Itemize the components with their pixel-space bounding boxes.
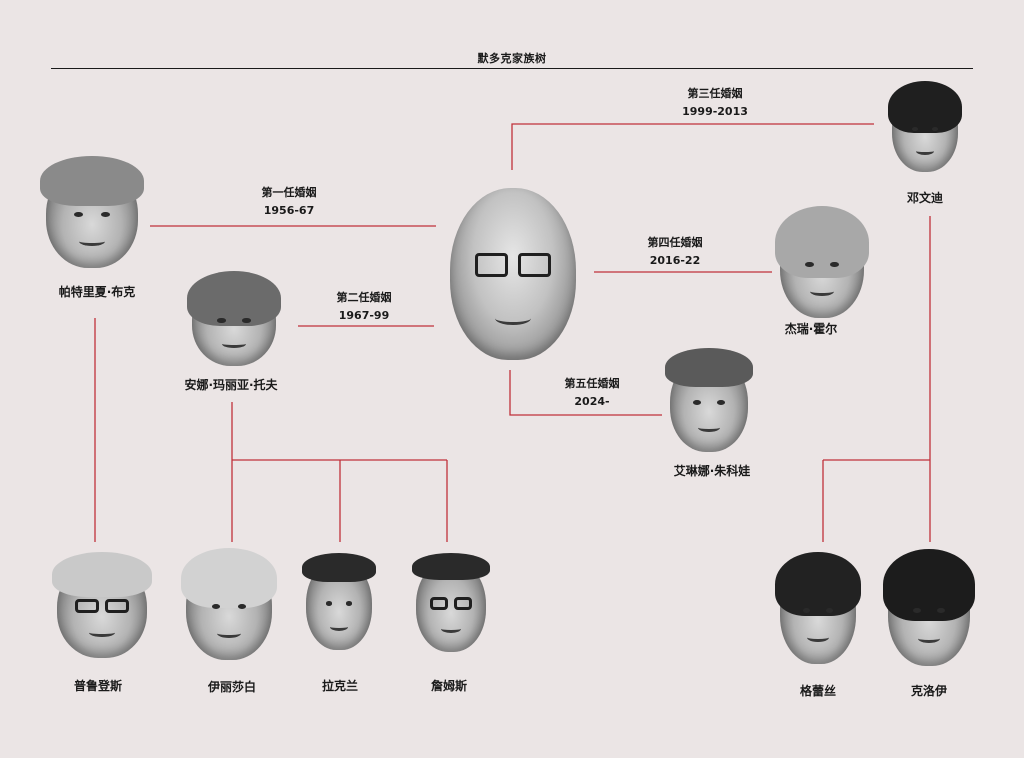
- marriage-fifth-title: 第五任婚姻: [564, 377, 620, 390]
- name-wendi: 邓文迪: [906, 191, 944, 205]
- marriage-first-years: 1956-67: [263, 204, 315, 217]
- marriage-third-label: 第三任婚姻 1999-2013: [682, 85, 748, 121]
- name-lachlan: 拉克兰: [321, 679, 359, 693]
- marriage-third-years: 1999-2013: [682, 105, 748, 118]
- name-james: 詹姆斯: [430, 679, 468, 693]
- line-fifth-marriage: [509, 370, 662, 416]
- marriage-second-title: 第二任婚姻: [336, 291, 392, 304]
- name-elisabeth: 伊丽莎白: [207, 680, 257, 694]
- page-title: 默多克家族树: [477, 52, 547, 65]
- portrait-center: [450, 188, 576, 360]
- marriage-fifth-label: 第五任婚姻 2024-: [565, 375, 620, 411]
- marriage-fourth-years: 2016-22: [649, 254, 701, 267]
- portrait-lachlan: [302, 552, 376, 650]
- portrait-wendi: [888, 81, 962, 172]
- portrait-anna: [186, 270, 282, 366]
- name-jerry: 杰瑞·霍尔: [784, 322, 838, 336]
- name-elena: 艾琳娜·朱科娃: [673, 464, 751, 478]
- title-rule: [51, 68, 973, 69]
- portrait-elisabeth: [180, 547, 278, 660]
- portrait-elena: [665, 348, 753, 452]
- marriage-second-years: 1967-99: [338, 309, 390, 322]
- portrait-grace: [775, 551, 861, 664]
- line-third-marriage: [511, 123, 874, 170]
- marriage-first-title: 第一任婚姻: [261, 186, 317, 199]
- marriage-fifth-years: 2024-: [574, 395, 610, 408]
- name-prudence: 普鲁登斯: [73, 679, 123, 693]
- name-chloe: 克洛伊: [910, 684, 948, 698]
- portrait-patricia: [40, 155, 144, 268]
- name-anna: 安娜·玛丽亚·托夫: [184, 378, 278, 392]
- portrait-prudence: [51, 552, 153, 658]
- name-patricia: 帕特里夏·布克: [58, 285, 136, 299]
- name-grace: 格蕾丝: [799, 684, 837, 698]
- portrait-james: [411, 552, 491, 652]
- marriage-third-title: 第三任婚姻: [687, 87, 743, 100]
- marriage-second-label: 第二任婚姻 1967-99: [337, 289, 392, 325]
- marriage-fourth-title: 第四任婚姻: [647, 236, 703, 249]
- portrait-jerry: [774, 205, 870, 318]
- portrait-chloe: [883, 549, 975, 666]
- marriage-fourth-label: 第四任婚姻 2016-22: [648, 234, 703, 270]
- marriage-first-label: 第一任婚姻 1956-67: [262, 184, 317, 220]
